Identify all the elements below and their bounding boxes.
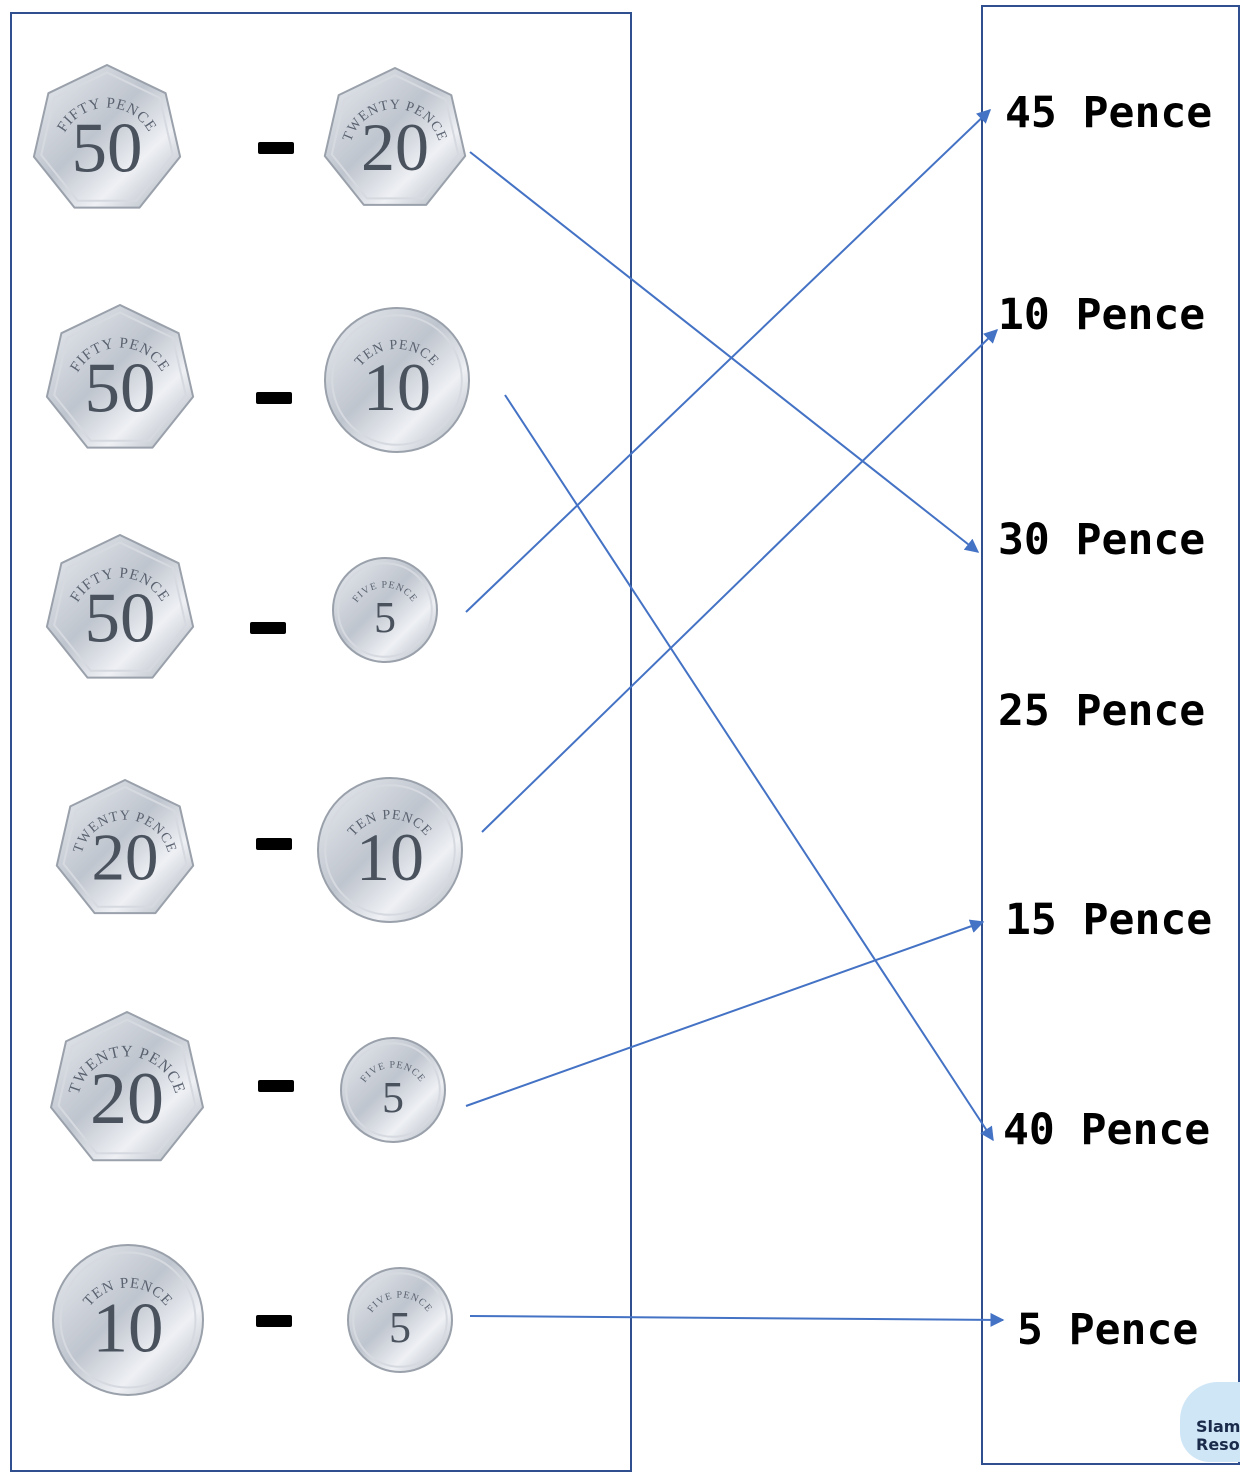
answer-option[interactable]: 25 Pence xyxy=(998,686,1205,736)
minus-sign xyxy=(258,142,294,154)
coin-value: 20 xyxy=(90,1058,164,1140)
coin-value: 50 xyxy=(85,580,156,658)
answer-option[interactable]: 10 Pence xyxy=(998,290,1205,340)
minus-sign xyxy=(256,838,292,850)
answer-option[interactable]: 30 Pence xyxy=(998,515,1205,565)
answer-option[interactable]: 15 Pence xyxy=(1005,895,1212,945)
coin-value: 50 xyxy=(85,350,156,428)
minus-sign xyxy=(256,1315,292,1327)
coin-value: 5 xyxy=(382,1073,404,1122)
coin-value: 10 xyxy=(363,349,431,425)
answer-option[interactable]: 45 Pence xyxy=(1005,88,1212,138)
minus-sign xyxy=(250,622,286,634)
coin-value: 20 xyxy=(92,820,159,894)
coin-value: 20 xyxy=(361,109,429,185)
coin-value: 5 xyxy=(389,1303,411,1352)
answer-option[interactable]: 40 Pence xyxy=(1003,1105,1210,1155)
logo-text: Slam Resou xyxy=(1196,1418,1240,1454)
coin-value: 5 xyxy=(374,593,396,642)
minus-sign xyxy=(258,1080,294,1092)
coin-value: 50 xyxy=(72,110,143,188)
coin-value: 10 xyxy=(356,819,424,895)
minus-sign xyxy=(256,392,292,404)
coin-value: 10 xyxy=(93,1290,164,1368)
publisher-logo: Slam Resou xyxy=(1180,1382,1240,1462)
answer-option[interactable]: 5 Pence xyxy=(1017,1305,1198,1355)
